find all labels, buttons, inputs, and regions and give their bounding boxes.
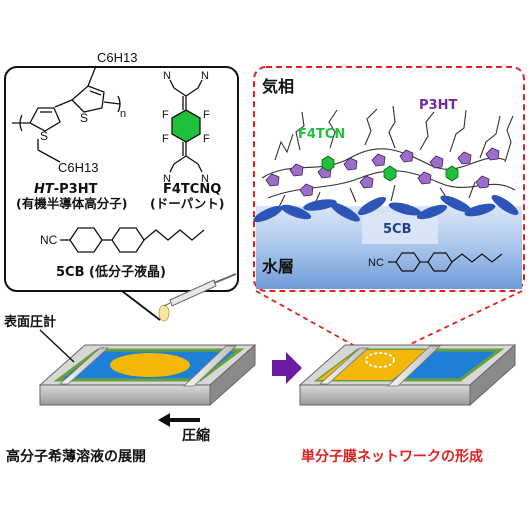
zoom-f4tcnq-label: F4TCN xyxy=(298,127,345,142)
p3ht-structure xyxy=(12,65,121,163)
cb5-structure xyxy=(60,227,205,253)
surface-pressure-pointer xyxy=(39,329,75,363)
p3ht-name: HT-P3HT xyxy=(34,182,98,197)
svg-text:S: S xyxy=(40,129,48,143)
flow-arrow xyxy=(272,352,302,384)
panel-pointer xyxy=(121,290,161,321)
f4tcnq-f-tr: F xyxy=(203,109,210,121)
p3ht-hexyl-bottom: C6H13 xyxy=(58,160,98,175)
f4tcnq-name: F4TCNQ xyxy=(163,182,221,197)
trough-left xyxy=(38,273,257,407)
air-phase-label: 気相 xyxy=(262,77,294,96)
f4tcnq-f-bl: F xyxy=(162,133,169,145)
p3ht-hexyl-top: C6H13 xyxy=(97,50,137,65)
p3ht-repeat-n: n xyxy=(120,108,126,120)
p3ht-description: (有機半導体高分子) xyxy=(16,196,127,211)
f4tcnq-f-tl: F xyxy=(162,109,169,121)
f4tcnq-structure xyxy=(169,79,203,173)
cb5-name-desc: 5CB (低分子液晶) xyxy=(56,264,166,280)
f4tcnq-n-tr: N xyxy=(201,70,209,82)
zoom-cb5-nitrile: NC xyxy=(368,257,384,269)
p3ht-units xyxy=(265,147,500,197)
f4tcnq-n-tl: N xyxy=(163,70,171,82)
zoom-5cb-label: 5CB xyxy=(383,222,412,237)
zoom-guide-left xyxy=(255,290,363,351)
zoom-guide-right xyxy=(397,290,523,351)
f4tcnq-n-bl: N xyxy=(163,173,171,185)
svg-text:S: S xyxy=(80,111,88,125)
compression-label: 圧縮 xyxy=(182,427,210,444)
surface-pressure-label: 表面圧計 xyxy=(3,314,56,330)
p3ht-ring2-sulfur: S xyxy=(80,111,88,125)
water-layer-label: 水層 xyxy=(262,257,294,276)
f4tcnq-description: (ドーパント) xyxy=(150,196,224,211)
cb5-molecules xyxy=(253,194,519,223)
zoom-p3ht-label: P3HT xyxy=(419,98,457,113)
f4tcnq-f-br: F xyxy=(203,133,210,145)
zoom-cb5-structure xyxy=(388,252,503,272)
caption-left: 高分子希薄溶液の展開 xyxy=(6,448,146,465)
cb5-nitrile: NC xyxy=(40,233,58,247)
p3ht-ring1-sulfur: S xyxy=(40,129,48,143)
trough-right xyxy=(298,343,517,407)
f4tcnq-n-br: N xyxy=(201,173,209,185)
compression-arrow xyxy=(158,413,200,427)
caption-right: 単分子膜ネットワークの形成 xyxy=(301,448,483,465)
f4tcnq-units xyxy=(321,155,459,182)
